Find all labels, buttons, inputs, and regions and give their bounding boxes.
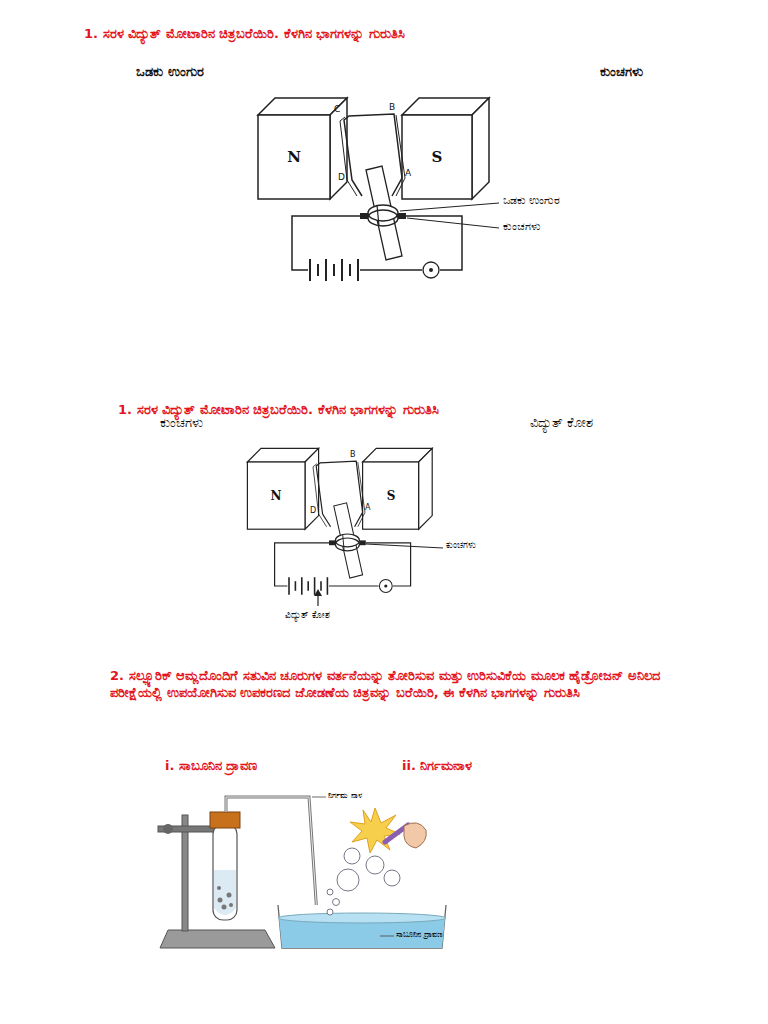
- corner-letter: D: [338, 172, 345, 184]
- pole-letter: S: [387, 489, 396, 503]
- pole-letter: S: [432, 148, 443, 166]
- magnet-pole: N: [258, 115, 330, 199]
- corner-letter: A: [365, 503, 370, 513]
- magnet-pole: N: [247, 462, 305, 529]
- part-name: ಒಡಕು ಉಂಗುರ: [136, 64, 204, 81]
- corner-letter: D: [310, 506, 316, 516]
- part-name: i. ಸಾಬೂನಿನ ದ್ರಾವಣ: [165, 758, 257, 775]
- leader-line: [400, 203, 499, 211]
- pole-letter: N: [271, 489, 282, 503]
- apparatus: [158, 797, 446, 948]
- leader-line: [366, 544, 443, 548]
- part-label: ಒಡಕು ಉಂಗುರ: [503, 194, 561, 208]
- magnet-pole: S: [402, 115, 472, 199]
- motor-figure: [258, 98, 489, 281]
- leader-line: [407, 218, 499, 228]
- motor-figure: [247, 448, 432, 594]
- leader-line: [380, 936, 394, 937]
- corner-letter: C: [334, 104, 340, 116]
- part-name: ಕುಂಚಗಳು: [600, 64, 643, 81]
- part-label: ಕುಂಚಗಳು: [446, 540, 476, 552]
- corner-letter: A: [405, 168, 411, 180]
- arrow-head: [314, 589, 322, 596]
- part-label: ಸಾಬೂನಿನ ದ್ರಾವಣ: [396, 930, 443, 940]
- part-label: ನಿರ್ಗಮ ನಾಳ: [328, 791, 362, 801]
- corner-letter: B: [389, 102, 395, 114]
- question-heading: 2. ಸಲ್ಫ್ಯೂರಿಕ್ ಆಮ್ಲದೊಂದಿಗೆ ಸತುವಿನ ಚೂರುಗಳ…: [110, 668, 670, 702]
- part-name: ಕುಂಚಗಳು: [160, 415, 203, 432]
- part-label: ವಿದ್ಯುತ್ ಕೋಶ: [285, 610, 330, 622]
- question-heading: 1. ಸರಳ ವಿದ್ಯುತ್ ಮೋಟಾರಿನ ಚಿತ್ರಬರೆಯಿರಿ. ಕೆ…: [84, 26, 405, 43]
- part-name: ii. ನಿರ್ಗಮನಾಳ: [402, 758, 472, 775]
- corner-letter: B: [350, 450, 356, 460]
- pole-letter: N: [287, 148, 301, 166]
- leader-line: [312, 797, 326, 798]
- part-label: ಕುಂಚಗಳು: [503, 220, 541, 234]
- magnet-pole: S: [363, 462, 419, 529]
- part-name: ವಿದ್ಯುತ್ ಕೋಶ: [530, 415, 593, 432]
